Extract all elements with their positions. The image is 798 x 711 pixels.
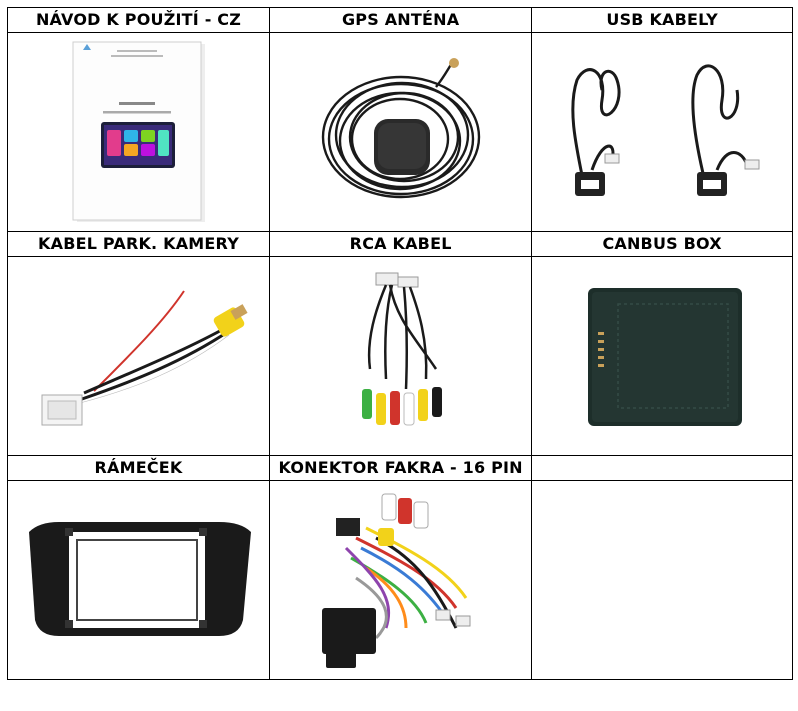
item-label-usb: USB KABELY: [531, 7, 793, 33]
usb-cables-icon: [571, 63, 760, 196]
empty-cell: [531, 480, 793, 680]
canbus-box-icon: [588, 287, 743, 426]
item-label-fakra: KONEKTOR FAKRA - 16 PIN: [269, 455, 533, 481]
item-label-empty: [531, 455, 793, 481]
item-image-manual: [6, 32, 271, 232]
image-row-2: [6, 256, 793, 456]
rca-cable-icon: [361, 272, 442, 425]
package-contents-table: NÁVOD K POUŽITÍ - CZ GPS ANTÉNA USB KABE…: [6, 7, 793, 680]
item-image-frame: [6, 480, 271, 680]
frame-icon: [28, 522, 251, 636]
image-row-1: [6, 32, 793, 232]
item-label-rca: RCA KABEL: [269, 231, 533, 257]
image-row-3: [6, 480, 793, 680]
item-label-gps: GPS ANTÉNA: [269, 7, 533, 33]
item-image-usb: [531, 32, 793, 232]
item-image-gps: [269, 32, 533, 232]
manual-booklet-icon: [72, 41, 205, 222]
item-label-canbus: CANBUS BOX: [531, 231, 793, 257]
item-label-frame: RÁMEČEK: [6, 455, 271, 481]
gps-antenna-icon: [321, 58, 480, 199]
header-row-3: RÁMEČEK KONEKTOR FAKRA - 16 PIN: [6, 455, 793, 481]
item-image-fakra: [269, 480, 533, 680]
fakra-connector-icon: [321, 493, 471, 668]
camera-cable-icon: [41, 290, 248, 426]
item-image-canbus: [531, 256, 793, 456]
header-row-1: NÁVOD K POUŽITÍ - CZ GPS ANTÉNA USB KABE…: [6, 7, 793, 33]
item-label-manual: NÁVOD K POUŽITÍ - CZ: [6, 7, 271, 33]
item-image-rca: [269, 256, 533, 456]
item-label-camera: KABEL PARK. KAMERY: [6, 231, 271, 257]
header-row-2: KABEL PARK. KAMERY RCA KABEL CANBUS BOX: [6, 231, 793, 257]
item-image-camera: [6, 256, 271, 456]
